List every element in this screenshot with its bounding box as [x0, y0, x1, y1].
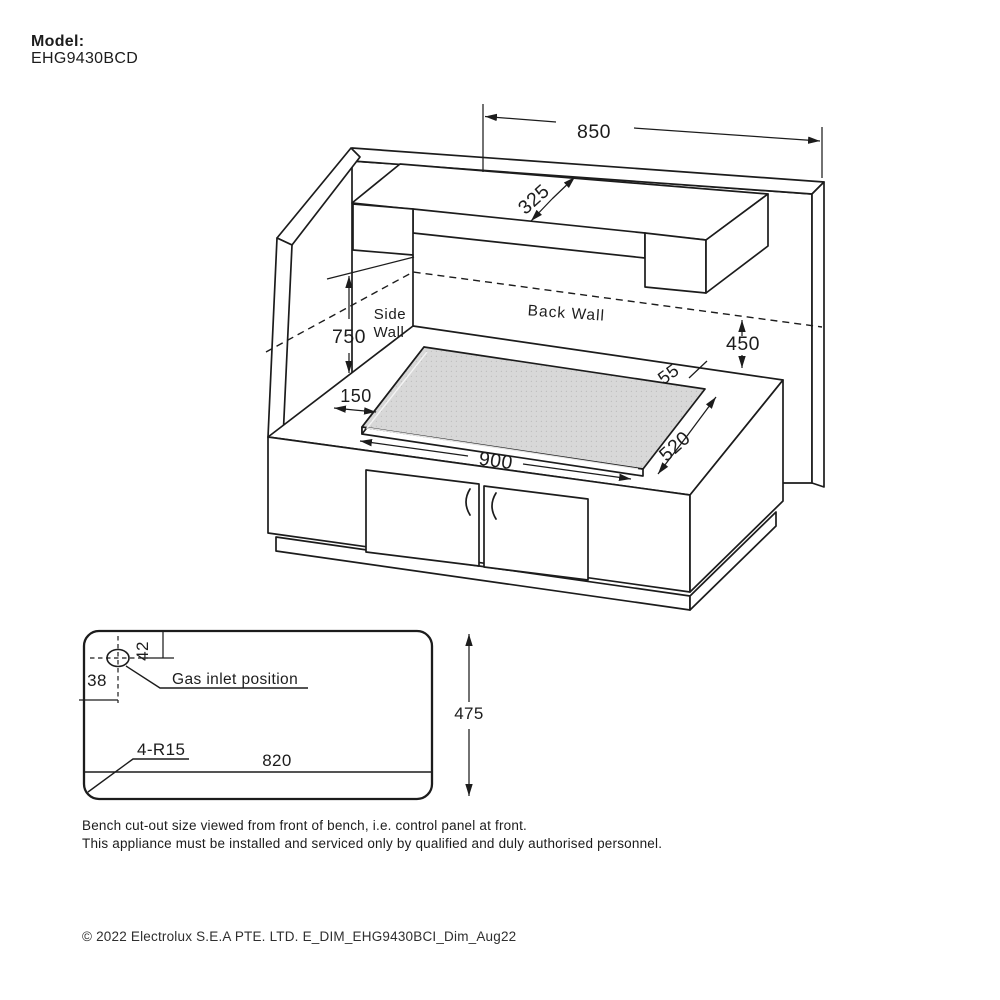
dim-42-label: 42 — [133, 641, 152, 661]
rangehood-left-box — [352, 203, 414, 256]
model-label: Model: — [31, 33, 84, 50]
dim-850-label: 850 — [577, 121, 611, 143]
dim-back-wall-clearance: 450 — [726, 320, 760, 368]
installation-notes: Bench cut-out size viewed from front of … — [82, 818, 662, 851]
model-header: Model: EHG9430BCD — [31, 33, 138, 67]
rangehood-right-box — [644, 232, 707, 294]
dim-hood-clearance: 750 — [326, 256, 415, 373]
door-handle-right — [491, 492, 497, 520]
dim-inlet-left-offset: 38 — [79, 671, 118, 701]
cooktop-glass-surface — [361, 346, 706, 470]
dim-475-label: 475 — [454, 704, 484, 723]
gas-inlet-label: Gas inlet position — [172, 671, 298, 688]
dim-150-label: 150 — [340, 386, 372, 406]
cabinet-door-right — [483, 485, 589, 581]
cooktop — [361, 346, 706, 477]
dim-cutout-width: 820 — [84, 751, 432, 773]
dim-38-label: 38 — [87, 671, 107, 690]
isometric-view: 850 325 750 450 150 — [265, 104, 825, 611]
back-wall-label: Back Wall — [527, 302, 605, 324]
dim-820-label: 820 — [262, 751, 292, 770]
dim-corner-radius: 4-R15 — [87, 740, 189, 793]
bench-right-side — [689, 379, 784, 593]
note-qualified-personnel: This appliance must be installed and ser… — [82, 836, 662, 851]
side-wall-panel — [267, 147, 414, 440]
dim-4r15-label: 4-R15 — [137, 740, 185, 759]
side-wall-label-line1: Side — [374, 306, 406, 323]
door-handle-left — [465, 488, 471, 516]
model-number: EHG9430BCD — [31, 50, 138, 67]
dim-cutout-depth: 475 — [454, 634, 484, 796]
cutout-outline — [82, 629, 434, 801]
cabinet-door-left — [365, 469, 480, 567]
dim-750-label: 750 — [332, 326, 366, 348]
dim-900-label: 900 — [477, 448, 514, 475]
dim-450-label: 450 — [726, 333, 760, 355]
dim-hood-width: 850 — [482, 104, 823, 178]
dim-inlet-top-offset: 42 — [133, 632, 174, 661]
side-wall-label-line2: Wall — [373, 324, 404, 341]
copyright-footer: © 2022 Electrolux S.E.A PTE. LTD. E_DIM_… — [82, 929, 516, 944]
dim-side-clearance: 150 — [333, 386, 377, 415]
rangehood-unit — [351, 163, 769, 294]
dim-hob-width: 900 — [359, 438, 632, 482]
cutout-diagram: 42 38 Gas inlet position 4-R15 820 475 — [79, 629, 484, 801]
gas-inlet-callout: Gas inlet position — [125, 665, 308, 689]
note-bench-cutout: Bench cut-out size viewed from front of … — [82, 818, 527, 833]
